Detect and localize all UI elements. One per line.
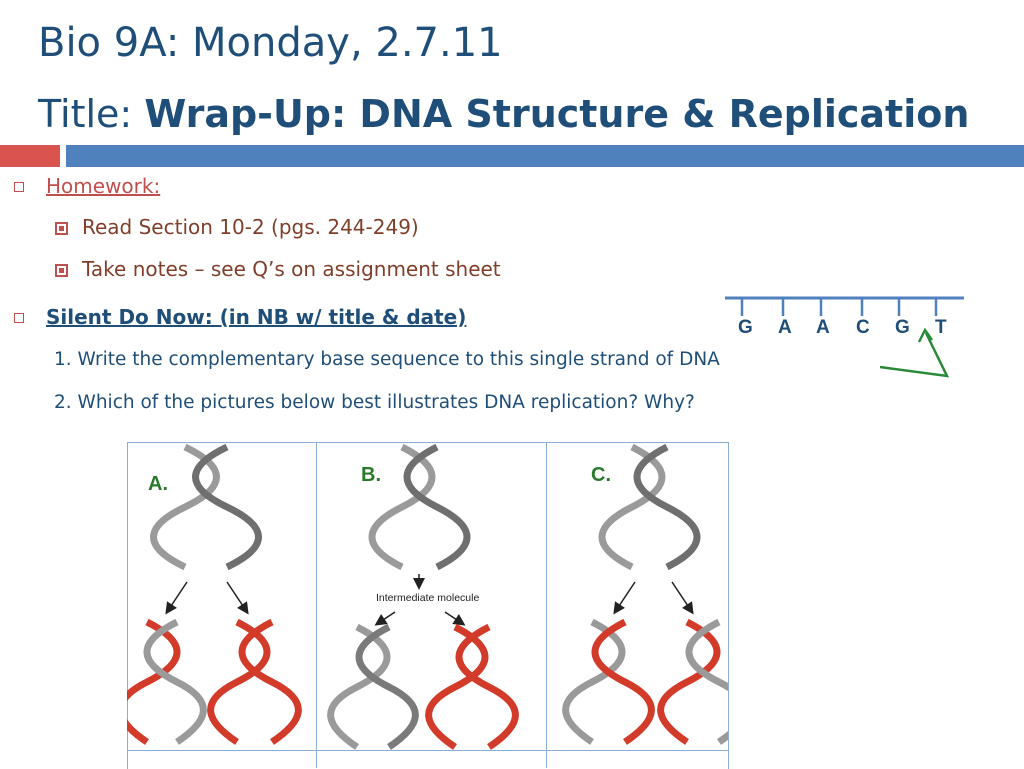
- slide-subtitle: Title: Wrap-Up: DNA Structure & Replicat…: [38, 92, 969, 136]
- helix-icon: [425, 623, 519, 750]
- helix-icon: [598, 443, 701, 571]
- intermediate-molecule-label: Intermediate molecule: [376, 592, 480, 604]
- helix-icon: [368, 443, 471, 571]
- panel-label-a: A.: [148, 473, 168, 495]
- title-prefix: Title:: [38, 92, 133, 136]
- dna-base: A: [816, 317, 830, 338]
- panel-label-b: B.: [361, 464, 381, 486]
- sub-bullet-icon: [55, 264, 68, 277]
- question-2: 2. Which of the pictures below best illu…: [54, 392, 695, 413]
- dna-base: A: [778, 317, 792, 338]
- slide-title: Bio 9A: Monday, 2.7.11: [38, 20, 503, 66]
- panel-divider: [316, 442, 317, 768]
- helix-icon: [150, 443, 262, 571]
- dna-base: T: [935, 317, 947, 338]
- homework-item: Read Section 10-2 (pgs. 244-249): [82, 215, 419, 239]
- arrow-head-icon: [917, 327, 934, 343]
- helix-icon: [657, 618, 728, 745]
- figure-bottom-line: [127, 750, 728, 751]
- header-bar-red: [0, 145, 60, 167]
- bullet-icon: [14, 313, 24, 323]
- helix-icon: [327, 623, 419, 750]
- dna-strand-diagram: [725, 296, 964, 378]
- bullet-icon: [14, 182, 24, 192]
- question-1: 1. Write the complementary base sequence…: [54, 349, 720, 370]
- helix-icon: [127, 618, 207, 745]
- dna-base: G: [738, 317, 753, 338]
- homework-label: Homework:: [46, 174, 161, 198]
- replication-figure: [127, 442, 729, 769]
- helix-icon: [562, 618, 655, 745]
- arrow-icon: [879, 332, 950, 378]
- dna-helix-drawings: [127, 443, 728, 750]
- title-main: Wrap-Up: DNA Structure & Replication: [144, 92, 970, 136]
- panel-divider: [546, 442, 547, 768]
- header-bar-blue: [66, 145, 1024, 167]
- dna-base: C: [856, 317, 870, 338]
- sub-bullet-icon: [55, 222, 68, 235]
- helix-icon: [207, 618, 302, 745]
- do-now-label: Silent Do Now: (in NB w/ title & date): [46, 305, 467, 329]
- dna-base: G: [895, 317, 910, 338]
- homework-item: Take notes – see Q’s on assignment sheet: [82, 257, 501, 281]
- panel-label-c: C.: [591, 464, 611, 486]
